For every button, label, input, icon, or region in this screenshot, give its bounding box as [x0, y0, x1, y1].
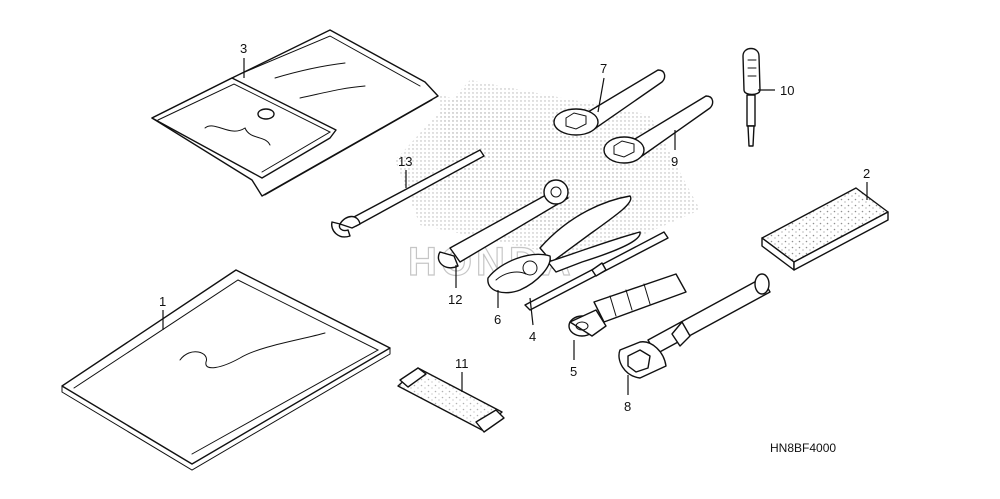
callout-1: 1: [159, 294, 166, 309]
cleaning-pad: [761, 187, 889, 271]
callout-11: 11: [455, 356, 469, 371]
callout-8: 8: [624, 399, 631, 414]
callout-3: 3: [240, 41, 247, 56]
callout-2: 2: [863, 166, 870, 181]
pliers: [487, 195, 641, 294]
box-wrench-7: [553, 69, 666, 136]
callout-6: 6: [494, 312, 501, 327]
small-screwdriver: [742, 47, 761, 147]
double-end-wrench: [437, 179, 569, 269]
callout-9: 9: [671, 154, 678, 169]
callout-12: 12: [448, 292, 462, 307]
callouts: 1 2 3 4 5 6 7 8 9 10 11 12 13: [159, 41, 870, 414]
combination-wrench: [331, 149, 485, 238]
spark-plug-wrench: [618, 273, 771, 379]
callout-7: 7: [600, 61, 607, 76]
screwdriver-blade: [524, 231, 669, 311]
tool-bag: [151, 29, 439, 197]
callout-5: 5: [570, 364, 577, 379]
drawing-code: HN8BF4000: [770, 441, 836, 455]
box-wrench-9: [603, 95, 714, 164]
leader-lines: [162, 58, 868, 395]
callout-13: 13: [398, 154, 412, 169]
screwdriver-handle-socket: [568, 273, 687, 337]
document-bag: [61, 269, 391, 471]
strap: [397, 367, 505, 433]
callout-4: 4: [529, 329, 536, 344]
callout-10: 10: [780, 83, 794, 98]
